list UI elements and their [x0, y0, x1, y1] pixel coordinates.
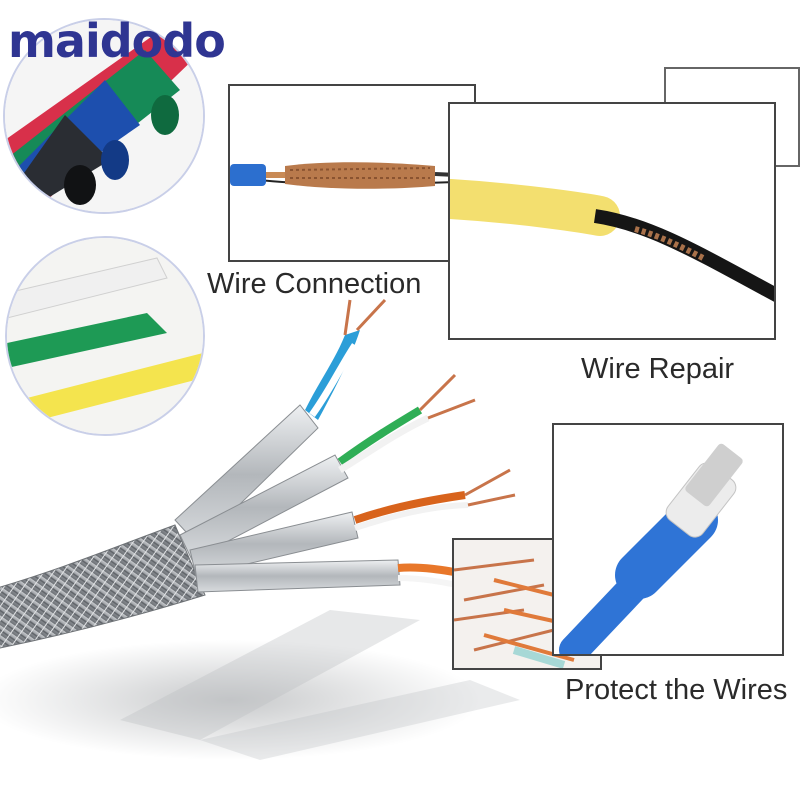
- wire-connection-label: Wire Connection: [207, 268, 422, 300]
- wire-connection-photo: [228, 84, 476, 262]
- heat-shrink-tubes-photo: [3, 18, 205, 214]
- protect-cable-photo: [552, 423, 784, 656]
- wire-repair-label: Wire Repair: [581, 353, 735, 385]
- flattened-sleeves-photo: [5, 236, 205, 436]
- wire-repair-photo: [448, 102, 776, 340]
- protect-wires-label: Protect the Wires: [565, 674, 788, 706]
- brand-logo: maidodo: [8, 14, 226, 68]
